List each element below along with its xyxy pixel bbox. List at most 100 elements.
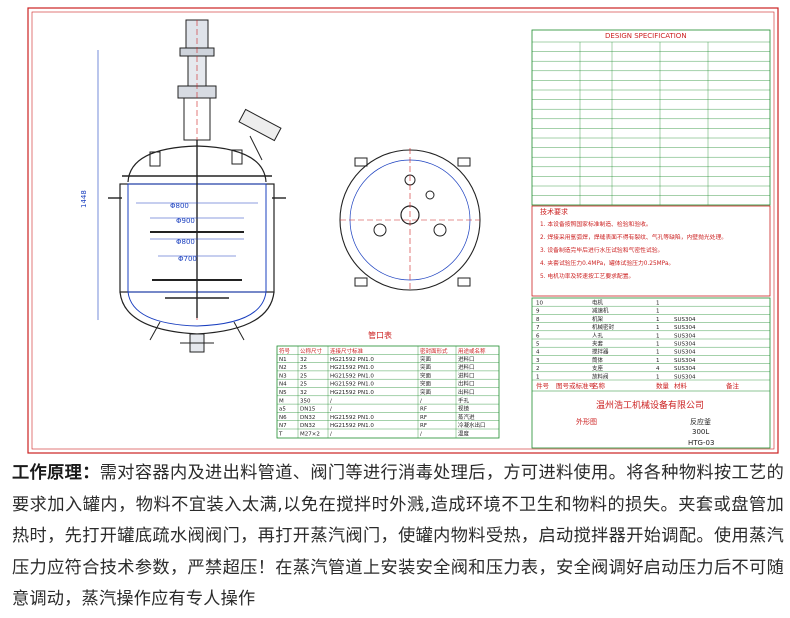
parts-cell: 1 (656, 309, 660, 315)
product-volume: 300L (692, 428, 709, 436)
parts-cell: 1 (656, 333, 660, 339)
parts-cell: SUS304 (674, 342, 696, 348)
tech-requirements: 技术要求 1. 本设备按照国家标准制造、检验和验收。2. 焊接采用氩弧焊，焊缝表… (531, 205, 771, 297)
nozzle-cell: 突面 (420, 388, 432, 396)
nozzle-cell: / (420, 432, 422, 438)
nozzle-cell: DN32 (300, 423, 315, 429)
nozzle-table-title: 管口表 (368, 330, 392, 340)
dim-inner-label: Φ800 (170, 202, 189, 210)
parts-cell: 1 (656, 325, 660, 331)
nozzle-cell: / (330, 398, 332, 404)
dim-mid-label: Φ800 (176, 238, 195, 246)
product-name: 反应釜 (690, 417, 711, 426)
parts-cell: SUS304 (674, 374, 696, 380)
nozzle-cell: T (278, 432, 283, 438)
nozzle-cell: HG21592 PN1.0 (330, 390, 374, 396)
nozzle-cell: 突面 (420, 363, 432, 371)
parts-cell: 4 (536, 350, 540, 356)
parts-cell: 3 (536, 358, 540, 364)
reactor-plan-view (339, 148, 481, 292)
nozzle-cell: 进料口 (458, 371, 475, 379)
reactor-elevation (97, 19, 286, 353)
parts-cell: 减速机 (592, 307, 609, 315)
parts-cell: SUS304 (674, 366, 696, 372)
parts-cell: 搅拌器 (592, 348, 609, 356)
parts-cell: SUS304 (674, 358, 696, 364)
parts-cell: 1 (656, 317, 660, 323)
parts-header-cell: 图号或标准号 (556, 381, 596, 390)
nozzle-cell: 突面 (420, 355, 432, 363)
parts-cell: SUS304 (674, 333, 696, 339)
nozzle-cell: RF (420, 407, 427, 413)
nozzle-cell: / (330, 432, 332, 438)
parts-cell: 1 (536, 374, 540, 380)
parts-cell: 2 (536, 366, 540, 372)
parts-cell: 1 (656, 374, 660, 380)
caption-lead: 工作原理： (12, 463, 100, 483)
nozzle-cell: 冷凝水出口 (458, 421, 486, 429)
company-name: 温州浩工机械设备有限公司 (596, 399, 704, 411)
tech-line: 4. 夹套试验压力0.4MPa，罐体试验压力0.25MPa。 (540, 259, 674, 267)
nozzle-cell: HG21592 PN1.0 (330, 357, 374, 363)
nozzle-header-cell: 符号 (279, 347, 291, 355)
parts-cell: 夹套 (592, 340, 604, 348)
nozzle-cell: RF (420, 415, 427, 421)
parts-header-cell: 名称 (592, 381, 606, 390)
parts-cell: SUS304 (674, 350, 696, 356)
parts-header-cell: 材料 (674, 381, 688, 390)
nozzle-cell: HG21592 PN1.0 (330, 423, 374, 429)
nozzle-cell: a5 (279, 407, 286, 413)
nozzle-cell: 突面 (420, 371, 432, 379)
nozzle-cell: HG21592 PN1.0 (330, 382, 374, 388)
nozzle-cell: 蒸汽进 (458, 413, 475, 421)
sheet-border (27, 7, 779, 454)
parts-cell: 4 (656, 366, 660, 372)
nozzle-cell: 25 (300, 373, 307, 379)
nozzle-cell: N4 (279, 382, 287, 388)
tech-line: 3. 设备制造完毕后进行水压试验和气密性试验。 (540, 246, 663, 254)
nozzle-cell: 25 (300, 365, 307, 371)
parts-cell: 7 (536, 325, 540, 331)
nozzle-cell: 视镜 (458, 405, 470, 413)
nozzle-cell: DN32 (300, 415, 315, 421)
nozzle-cell: N5 (279, 390, 287, 396)
nozzle-cell: / (330, 407, 332, 413)
parts-cell: 5 (536, 342, 540, 348)
nozzle-cell: 350 (300, 398, 311, 404)
nozzle-cell: M (279, 398, 284, 404)
nozzle-cell: HG21592 PN1.0 (330, 373, 374, 379)
spec-table: DESIGN SPECIFICATION (531, 29, 771, 206)
nozzle-cell: M27×2 (300, 432, 320, 438)
nozzle-cell: HG21592 PN1.0 (330, 415, 374, 421)
parts-cell: 1 (656, 301, 660, 307)
nozzle-cell: 突面 (420, 380, 432, 388)
drawing-number: HTG-03 (688, 439, 714, 447)
parts-cell: 机架 (592, 315, 604, 323)
tech-line: 2. 焊接采用氩弧焊，焊缝表面不得有裂纹、气孔等缺陷，内壁抛光处理。 (540, 233, 727, 241)
caption-body: 需对容器内及进出料管道、阀门等进行消毒处理后，方可进料使用。将各种物料按工艺的要… (12, 463, 784, 609)
nozzle-cell: N2 (279, 365, 287, 371)
dim-bottom-label: Φ700 (178, 255, 197, 263)
parts-cell: 6 (536, 333, 540, 339)
nozzle-header-cell: 用途或名称 (458, 347, 486, 355)
sheet-label: 外形图 (576, 417, 597, 426)
nozzle-cell: HG21592 PN1.0 (330, 365, 374, 371)
nozzle-cell: 手孔 (458, 396, 470, 404)
parts-cell: SUS304 (674, 317, 696, 323)
nozzle-cell: 32 (300, 357, 307, 363)
tech-line: 5. 电机功率及转速按工艺要求配置。 (540, 272, 634, 280)
parts-cell: 机械密封 (592, 323, 615, 331)
parts-cell: 1 (656, 358, 660, 364)
dim-height-label: 1448 (80, 190, 88, 208)
parts-cell: 9 (536, 309, 540, 315)
parts-cell: 1 (656, 342, 660, 348)
nozzle-cell: / (420, 398, 422, 404)
nozzle-cell: N1 (279, 357, 287, 363)
nozzle-cell: 温度 (458, 430, 470, 438)
nozzle-cell: 出料口 (458, 380, 475, 388)
nozzle-cell: DN15 (300, 407, 316, 413)
parts-header-cell: 数量 (656, 381, 670, 390)
nozzle-cell: N7 (279, 423, 287, 429)
nozzle-header-cell: 密封面形式 (420, 347, 448, 355)
